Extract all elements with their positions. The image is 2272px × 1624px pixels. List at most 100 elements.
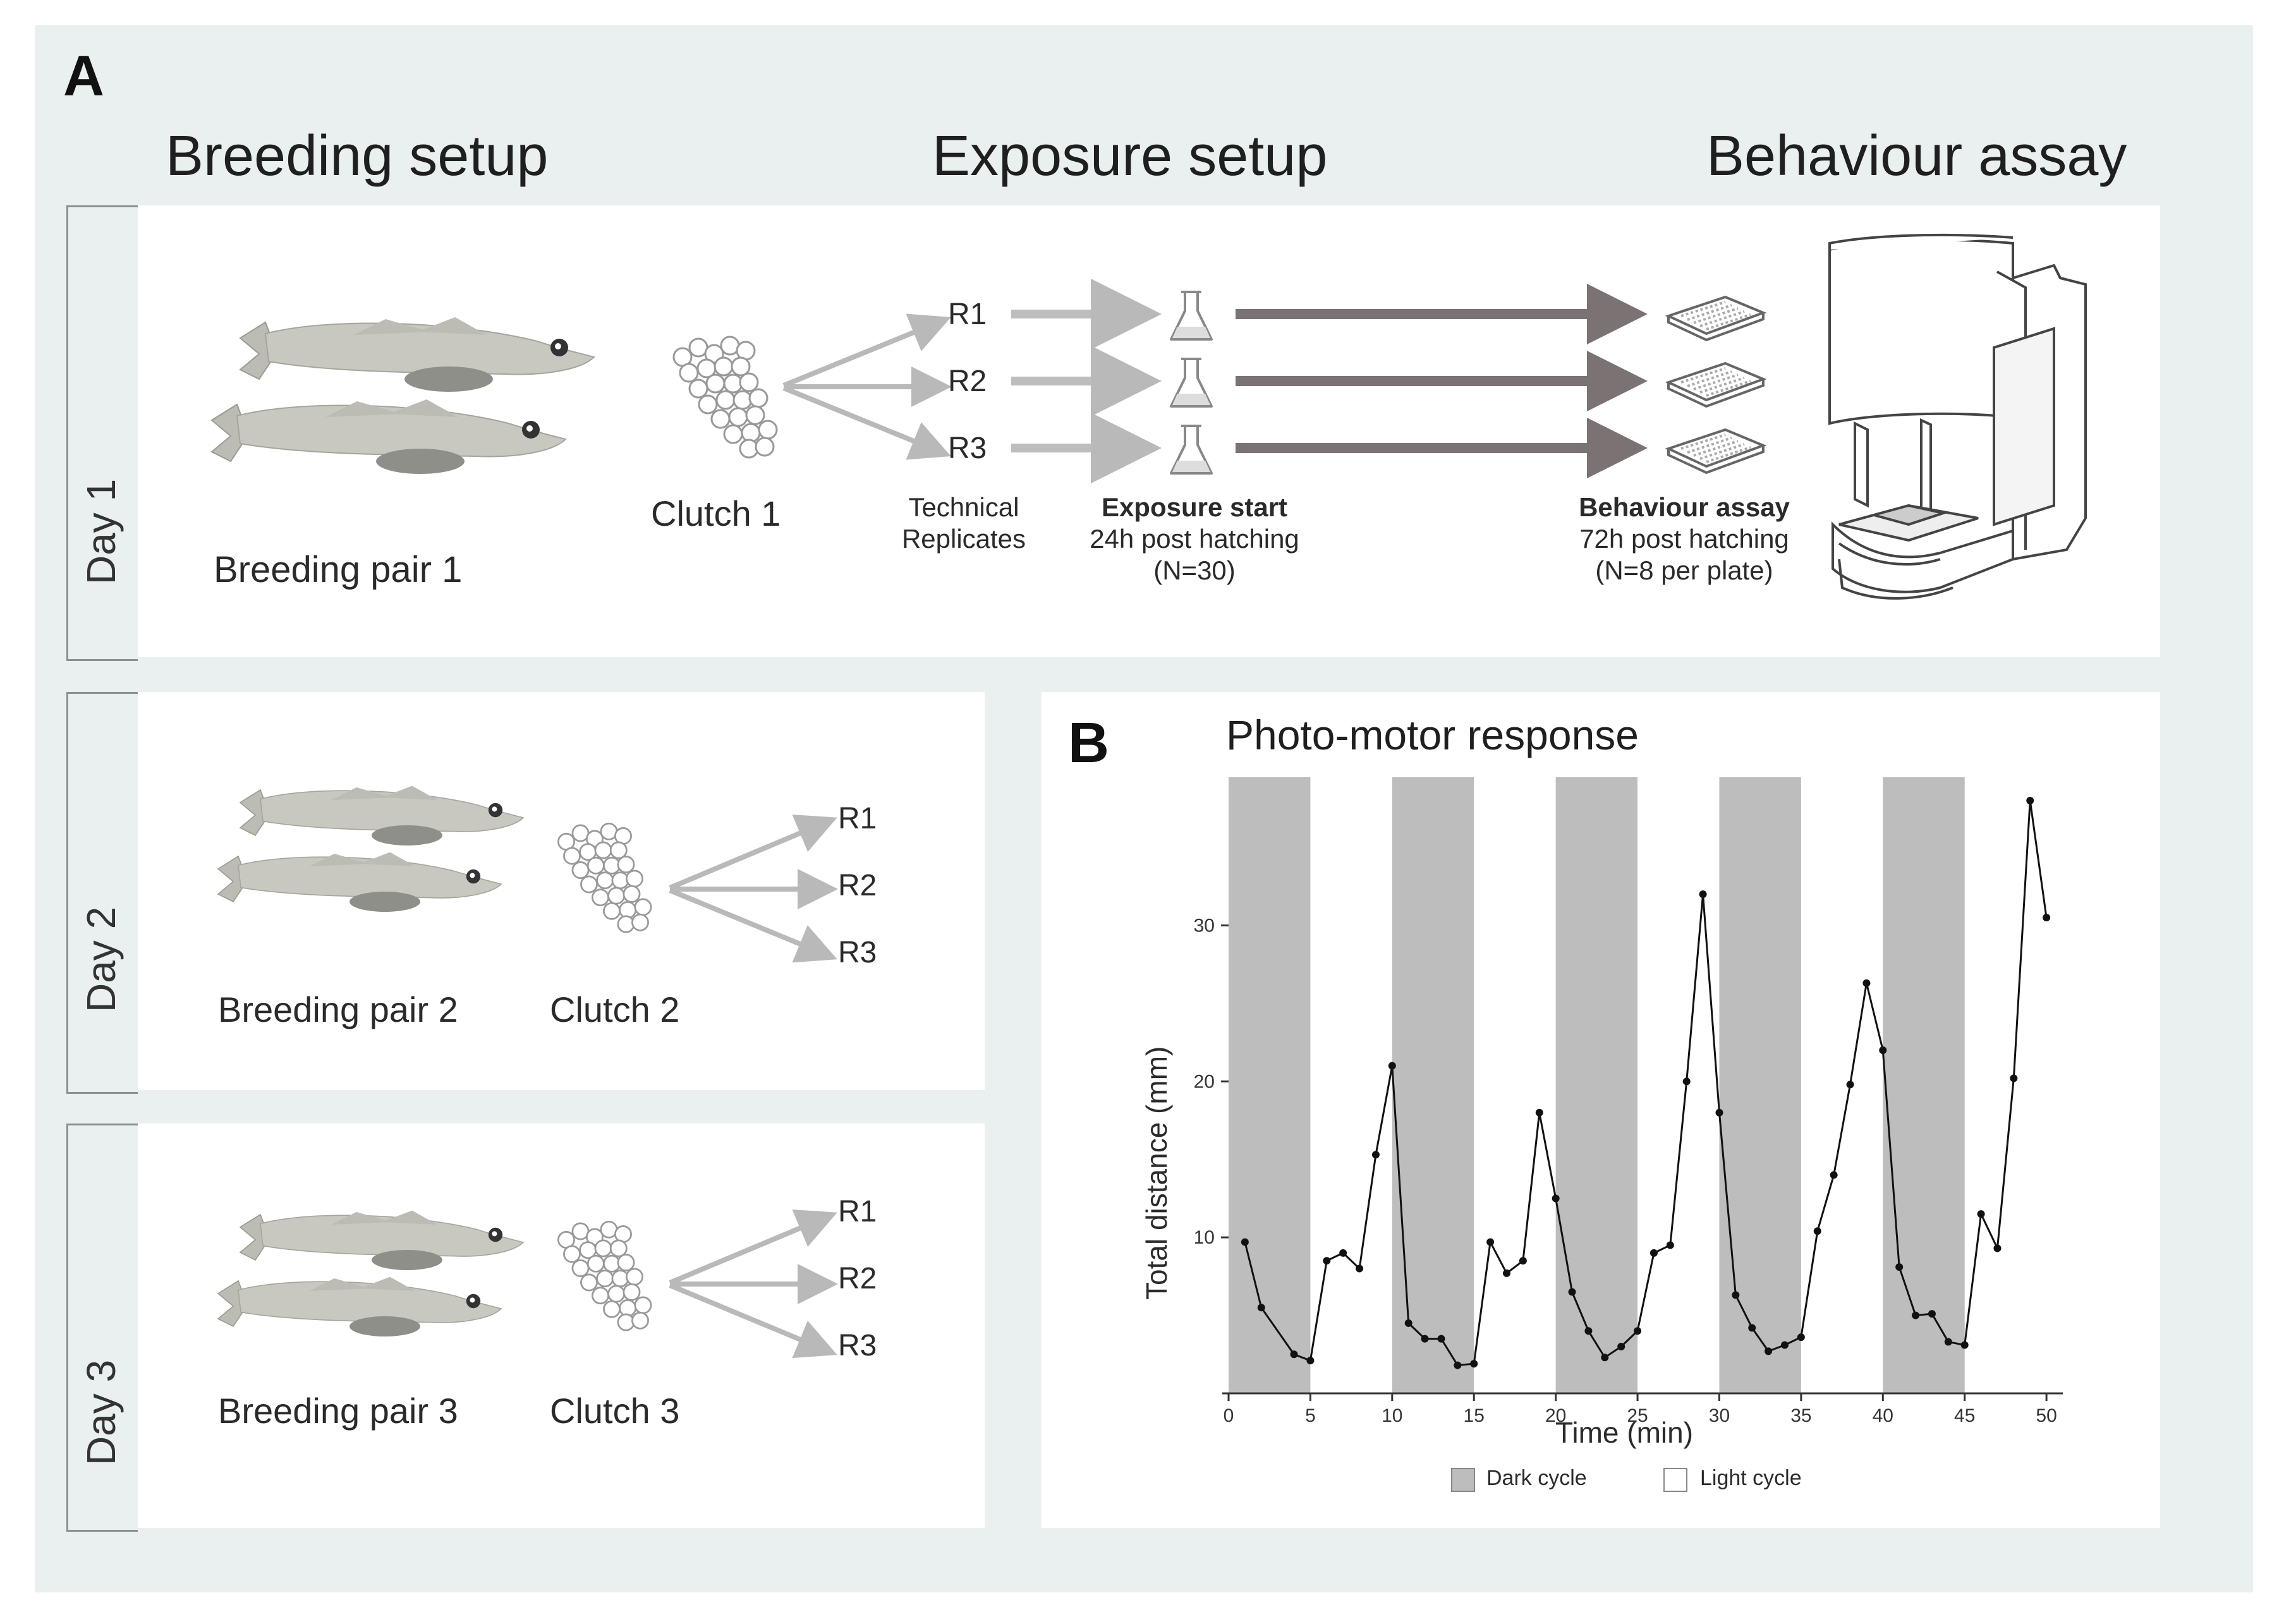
y-tick-label: 20 xyxy=(1194,1071,1215,1092)
dark-cycle-band xyxy=(1883,777,1965,1393)
technical-replicates-label: Technical Replicates xyxy=(882,492,1046,555)
data-point xyxy=(1699,890,1707,899)
data-point xyxy=(1781,1341,1789,1349)
x-tick-label: 5 xyxy=(1305,1405,1316,1426)
data-point xyxy=(1993,1244,2002,1252)
fan-arrow xyxy=(782,313,951,388)
panel-a-letter: A xyxy=(63,45,104,108)
data-point xyxy=(1732,1291,1740,1299)
day1-bar xyxy=(66,205,138,661)
heading-behaviour: Behaviour assay xyxy=(1706,124,2127,188)
data-point xyxy=(1634,1327,1642,1335)
behaviour-assay-line2: (N=8 per plate) xyxy=(1595,555,1773,585)
data-point xyxy=(1503,1269,1510,1277)
dark-cycle-band xyxy=(1229,777,1311,1393)
data-point xyxy=(1323,1257,1331,1265)
replicate-label: R3 xyxy=(948,432,987,465)
replicate-label: R2 xyxy=(838,1262,877,1295)
x-tick-label: 20 xyxy=(1545,1405,1566,1426)
data-point xyxy=(1830,1171,1838,1179)
data-point xyxy=(1846,1081,1854,1089)
fan-arrow xyxy=(782,385,951,460)
fan-arrow xyxy=(669,888,837,963)
legend-dark-swatch xyxy=(1451,1468,1475,1492)
data-point xyxy=(1715,1108,1723,1117)
replicate-label: R3 xyxy=(838,936,877,969)
data-point xyxy=(1290,1350,1298,1359)
clutch-label: Clutch 2 xyxy=(550,990,680,1029)
data-point xyxy=(1388,1062,1396,1070)
technical-line2: Replicates xyxy=(901,524,1026,554)
data-point xyxy=(1895,1263,1904,1271)
replicate-label: R1 xyxy=(838,1195,877,1228)
data-point xyxy=(1470,1360,1478,1368)
breeding-pair-label: Breeding pair 2 xyxy=(218,990,458,1029)
replicate-label: R3 xyxy=(838,1329,877,1362)
x-tick-label: 45 xyxy=(1954,1405,1975,1426)
day3-bar xyxy=(66,1124,138,1532)
dark-cycle-band xyxy=(1719,777,1801,1393)
data-point xyxy=(1552,1194,1560,1203)
x-tick-label: 30 xyxy=(1709,1405,1730,1426)
data-point xyxy=(1928,1310,1936,1318)
clutch-label: Clutch 1 xyxy=(651,494,781,533)
day2-bar xyxy=(66,692,138,1094)
dark-cycle-band xyxy=(1392,777,1474,1393)
exposure-start-line2: (N=30) xyxy=(1153,555,1236,585)
x-tick-label: 35 xyxy=(1790,1405,1811,1426)
data-point xyxy=(1813,1227,1821,1235)
replicate-label: R2 xyxy=(838,869,877,902)
data-point xyxy=(1977,1210,1985,1218)
dark-cycle-band xyxy=(1555,777,1638,1393)
data-point xyxy=(1682,1077,1691,1086)
y-tick-label: 30 xyxy=(1194,915,1215,936)
data-point xyxy=(1371,1151,1380,1159)
data-point xyxy=(1339,1249,1347,1257)
data-point xyxy=(1519,1257,1527,1265)
x-tick-label: 50 xyxy=(2036,1405,2056,1426)
replicate-label: R2 xyxy=(948,365,987,398)
clutch-label: Clutch 3 xyxy=(550,1391,680,1431)
data-point xyxy=(1797,1333,1805,1342)
data-point xyxy=(1601,1354,1609,1362)
data-point xyxy=(1356,1264,1364,1273)
data-point xyxy=(1584,1327,1593,1335)
data-point xyxy=(1765,1347,1773,1355)
x-tick-label: 25 xyxy=(1627,1405,1648,1426)
data-point xyxy=(1568,1288,1576,1296)
data-point xyxy=(1748,1324,1756,1332)
x-tick-label: 40 xyxy=(1873,1405,1893,1426)
data-point xyxy=(1454,1361,1462,1369)
data-point xyxy=(1944,1338,1952,1346)
data-point xyxy=(1879,1046,1887,1054)
behaviour-assay-label: Behaviour assay 72h post hatching (N=8 p… xyxy=(1542,492,1826,586)
chart-title: Photo-motor response xyxy=(1226,712,1639,758)
data-point xyxy=(2026,797,2034,805)
legend-light-label: Light cycle xyxy=(1700,1466,1802,1490)
data-point xyxy=(1535,1108,1543,1117)
data-point xyxy=(1862,979,1871,987)
data-point xyxy=(1306,1357,1315,1365)
heading-exposure: Exposure setup xyxy=(932,124,1328,188)
y-tick-label: 10 xyxy=(1194,1227,1215,1248)
x-tick-label: 0 xyxy=(1224,1405,1234,1426)
heading-breeding: Breeding setup xyxy=(166,124,549,188)
exposure-start-title: Exposure start xyxy=(1101,492,1288,522)
data-point xyxy=(1257,1304,1265,1312)
data-point xyxy=(1960,1341,1969,1349)
replicate-label: R1 xyxy=(838,802,877,835)
legend-light-swatch xyxy=(1663,1468,1687,1492)
data-point xyxy=(1437,1335,1445,1343)
data-point xyxy=(1421,1335,1429,1343)
day3-panel xyxy=(138,1124,985,1528)
x-axis-label: Time (min) xyxy=(1555,1416,1694,1449)
data-point xyxy=(2043,914,2051,922)
data-point xyxy=(1649,1249,1658,1257)
exposure-start-label: Exposure start 24h post hatching (N=30) xyxy=(1062,492,1327,586)
data-point xyxy=(2010,1074,2018,1082)
breeding-pair-label: Breeding pair 3 xyxy=(218,1391,458,1431)
data-point xyxy=(1617,1342,1625,1350)
